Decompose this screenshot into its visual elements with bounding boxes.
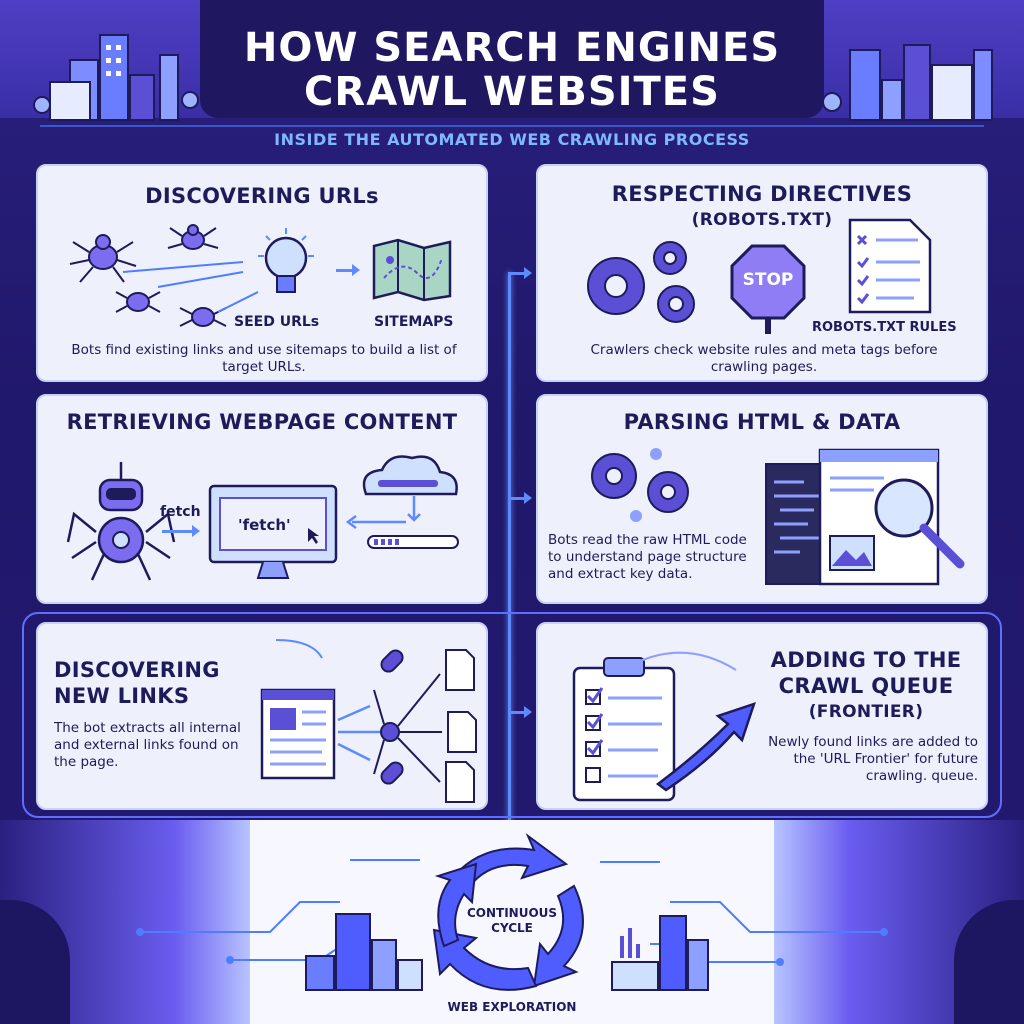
label-robots-rules: ROBOTS.TXT RULES <box>812 320 957 335</box>
label-sitemaps: SITEMAPS <box>374 314 454 330</box>
panel-respecting-directives: RESPECTING DIRECTIVES (ROBOTS.TXT) STOP … <box>536 164 988 382</box>
parsing-gears-icon <box>591 448 689 522</box>
title-box <box>200 0 824 118</box>
panel-description: Bots find existing links and use sitemap… <box>71 342 457 375</box>
gears-icon <box>587 241 695 323</box>
title-line-2: CRAWL WEBSITES <box>304 69 720 115</box>
stop-sign-icon <box>730 244 806 334</box>
clipboard-checklist-icon <box>572 651 756 802</box>
cycle-caption: WEB EXPLORATION <box>447 1000 577 1014</box>
flow-arrow-1 <box>508 267 532 279</box>
panel-title-line-2: CRAWL QUEUE <box>778 674 954 698</box>
panel-title-line-1: DISCOVERING <box>54 658 220 682</box>
flow-arrow-3 <box>508 706 532 718</box>
html-code-magnifier-icon <box>765 448 965 586</box>
right-skyline-icon <box>822 44 993 121</box>
panel-title-sub: (ROBOTS.TXT) <box>691 210 833 230</box>
computer-monitor-icon <box>208 484 338 579</box>
panel-description: Bots read the raw HTML code to understan… <box>548 532 747 582</box>
panel-crawl-queue: ADDING TO THE CRAWL QUEUE (FRONTIER) New… <box>536 622 988 810</box>
seed-to-sitemap-arrow <box>336 264 360 276</box>
panel-title-line-1: ADDING TO THE <box>770 648 962 672</box>
bottom-right-buildings-icon <box>611 915 709 991</box>
sitemap-map-icon <box>372 238 452 302</box>
spider-bots-icon <box>69 224 259 327</box>
cycle-center-line-2: CYCLE <box>491 921 533 935</box>
panel-description: Crawlers check website rules and meta ta… <box>590 342 938 375</box>
page-title: HOW SEARCH ENGINES CRAWL WEBSITES <box>200 26 824 114</box>
cycle-arrows-icon <box>432 833 584 991</box>
panel-description: The bot extracts all internal and extern… <box>54 720 241 770</box>
panel-title: RESPECTING DIRECTIVES <box>611 182 913 206</box>
flow-line <box>508 272 511 832</box>
fetch-arrow <box>162 525 200 537</box>
panel-title: PARSING HTML & DATA <box>623 410 901 434</box>
panel-title-line-2: NEW LINKS <box>54 684 190 708</box>
panel-title-line-3: (FRONTIER) <box>808 702 924 722</box>
title-line-1: HOW SEARCH ENGINES <box>243 25 781 71</box>
panel-description: Newly found links are added to the 'URL … <box>768 734 978 784</box>
robot-spider-icon <box>66 462 176 581</box>
bottom-scene: CONTINUOUS CYCLE WEB EXPLORATION <box>0 820 1024 1024</box>
panel-title: DISCOVERING URLs <box>145 184 379 208</box>
panel-parsing-html: PARSING HTML & DATA Bots read the raw HT… <box>536 394 988 604</box>
header-divider <box>40 125 984 127</box>
subtitle: INSIDE THE AUTOMATED WEB CRAWLING PROCES… <box>274 130 750 149</box>
left-skyline-icon <box>33 34 199 121</box>
screen-fetch-text: 'fetch' <box>238 516 291 534</box>
flow-arrow-2 <box>508 492 532 504</box>
panel-discovering-urls: DISCOVERING URLs <box>36 164 488 382</box>
cloud-download-icon <box>345 455 459 549</box>
fetch-label: fetch <box>160 504 201 520</box>
stop-sign-text: STOP <box>742 270 794 290</box>
robots-txt-rules-icon <box>848 218 932 314</box>
bottom-left-buildings-icon <box>305 913 423 991</box>
link-extraction-icon <box>260 639 477 803</box>
cycle-center-line-1: CONTINUOUS <box>466 906 558 920</box>
bottom-panels-frame <box>22 612 1002 818</box>
panel-retrieving-content: RETRIEVING WEBPAGE CONTENT fetch 'fetch' <box>36 394 488 604</box>
panel-title: RETRIEVING WEBPAGE CONTENT <box>66 410 458 434</box>
lightbulb-icon <box>258 228 314 293</box>
label-seed-urls: SEED URLs <box>234 314 320 330</box>
panel-discovering-links: DISCOVERING NEW LINKS The bot extracts a… <box>36 622 488 810</box>
